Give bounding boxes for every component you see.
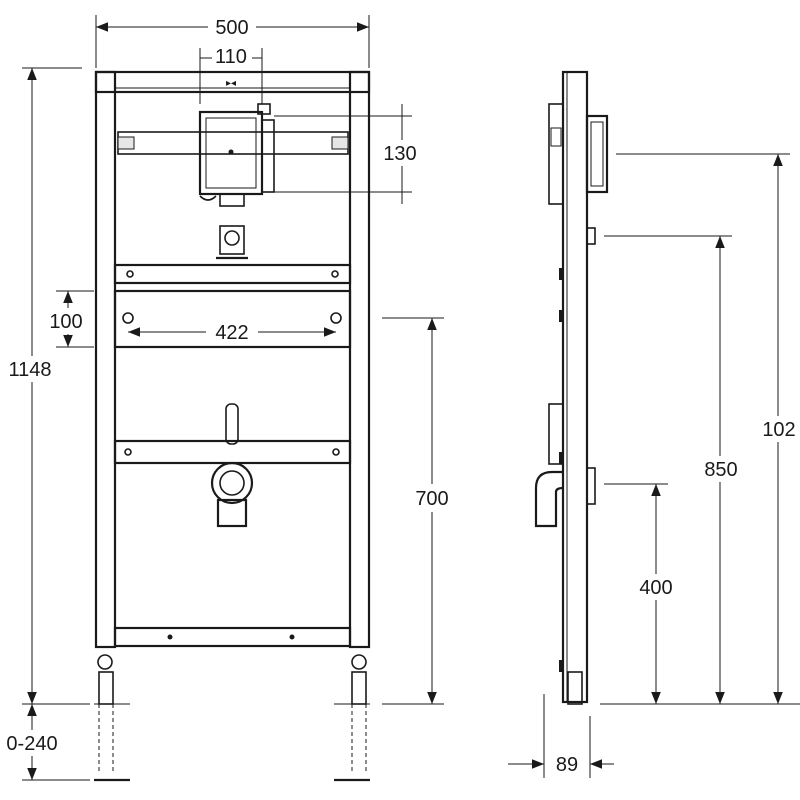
middle-rail [113,263,352,285]
left-foot [94,654,130,782]
flush-valve-box: ▸◂ [198,78,275,207]
mounting-plate [113,289,352,349]
left-post [94,70,117,649]
dim-outlet-height: 700 [415,488,448,510]
dim-frame-depth: 89 [556,754,578,776]
bottom-rail [113,626,352,648]
right-post [348,70,371,649]
side-dimensions [508,153,800,778]
side-view [534,70,609,705]
side-frame [561,70,589,704]
pipe-clamp [216,225,248,260]
dim-middle-height: 850 [704,459,737,481]
dim-foot-adjustment: 0-240 [6,733,57,755]
drain-elbow [210,461,254,528]
top-bar [94,70,371,94]
left-mount-hole [122,312,134,324]
dim-lower-height: 400 [639,577,672,599]
front-view: ▸◂ [94,70,371,782]
dim-overall-height: 1148 [8,359,51,381]
front-dimensions [22,15,444,781]
right-mount-hole [330,312,342,324]
dim-upper-height: 102 [762,419,795,441]
dim-mount-spacing: 422 [215,322,248,344]
right-foot [334,654,370,782]
dim-overall-width: 500 [215,17,248,39]
dim-box-height: 130 [383,143,416,165]
side-drain [534,467,596,528]
dim-inlet-spacing: 110 [215,46,247,68]
dim-rail-offset: 100 [49,311,82,333]
svg-text:▸◂: ▸◂ [226,78,236,89]
inlet-pipe [225,403,239,445]
